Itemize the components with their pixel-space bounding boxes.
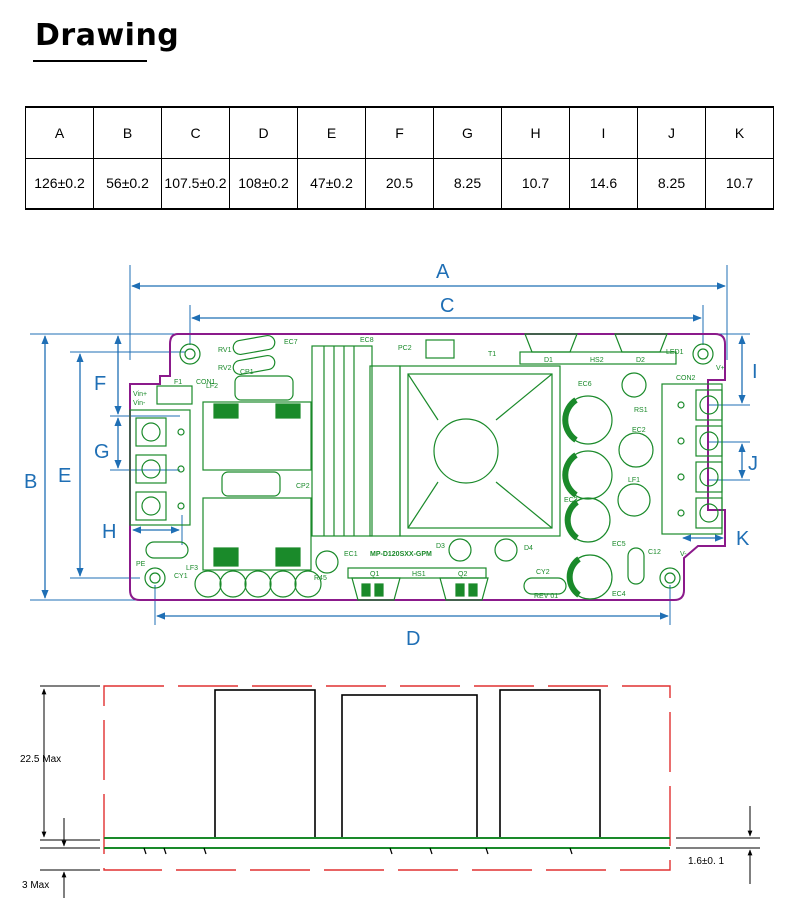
label-q2: Q2 bbox=[458, 571, 467, 578]
table-header-cell: B bbox=[93, 106, 162, 159]
extension-lines bbox=[30, 265, 750, 625]
label-d1: D1 bbox=[544, 357, 553, 364]
side-dim-lines bbox=[40, 685, 760, 898]
table-cell: 108±0.2 bbox=[229, 157, 298, 210]
label-cp2: CP2 bbox=[296, 483, 310, 490]
label-cy1: CY1 bbox=[174, 573, 188, 580]
label-vin-minus: Vin- bbox=[133, 400, 146, 407]
pcb-components bbox=[129, 333, 723, 601]
label-ec2: EC2 bbox=[632, 427, 646, 434]
label-c12: C12 bbox=[648, 549, 661, 556]
table-row: 126±0.2 56±0.2 107.5±0.2 108±0.2 47±0.2 … bbox=[25, 157, 774, 210]
pcb-side bbox=[104, 837, 670, 849]
dim-label-i: I bbox=[752, 361, 758, 383]
label-hs1: HS1 bbox=[412, 571, 426, 578]
dimension-table: A B C D E F G H I J K 126±0.2 56±0.2 107… bbox=[25, 106, 774, 210]
label-ec5: EC5 bbox=[612, 541, 626, 548]
dim-label-f: F bbox=[94, 373, 106, 395]
table-header-cell: A bbox=[25, 106, 94, 159]
label-ec6: EC6 bbox=[578, 381, 592, 388]
dim-label-k: K bbox=[736, 528, 750, 550]
bottom-max-label: 3 Max bbox=[22, 880, 49, 891]
height-envelope bbox=[103, 685, 671, 871]
dim-label-c: C bbox=[440, 295, 454, 317]
page-title: Drawing bbox=[35, 18, 180, 53]
table-cell: 47±0.2 bbox=[297, 157, 366, 210]
label-rs1: RS1 bbox=[634, 407, 648, 414]
side-components bbox=[214, 689, 601, 839]
height-max-label: 22.5 Max bbox=[20, 754, 61, 765]
dimension-arrows bbox=[41, 282, 746, 620]
label-r45: R45 bbox=[314, 575, 327, 582]
label-v-plus: V+ bbox=[716, 365, 725, 372]
label-lf3: LF3 bbox=[186, 565, 198, 572]
table-cell: 20.5 bbox=[365, 157, 434, 210]
board-side-view: 22.5 Max 3 Max 1.6±0. 1 bbox=[20, 685, 760, 898]
label-ec8: EC8 bbox=[360, 337, 374, 344]
label-t1: T1 bbox=[488, 351, 496, 358]
table-cell: 10.7 bbox=[705, 157, 774, 210]
dim-label-e: E bbox=[58, 465, 71, 487]
board-outline bbox=[129, 333, 726, 601]
table-cell: 126±0.2 bbox=[25, 157, 94, 210]
label-vin-plus: Vin+ bbox=[133, 391, 147, 398]
table-cell: 10.7 bbox=[501, 157, 570, 210]
label-d4: D4 bbox=[524, 545, 533, 552]
dim-label-a: A bbox=[436, 261, 450, 283]
label-f1: F1 bbox=[174, 379, 182, 386]
dim-label-g: G bbox=[94, 441, 110, 463]
pcb-thickness-label: 1.6±0. 1 bbox=[688, 856, 725, 867]
table-cell: 107.5±0.2 bbox=[161, 157, 230, 210]
dim-label-h: H bbox=[102, 521, 116, 543]
label-cp1: CP1 bbox=[240, 369, 254, 376]
label-ec1: EC1 bbox=[344, 551, 358, 558]
board-top-view: A C B E F G H D I J K bbox=[24, 261, 758, 650]
label-pe: PE bbox=[136, 561, 146, 568]
label-con1: CON1 bbox=[196, 379, 216, 386]
table-header-cell: F bbox=[365, 106, 434, 159]
label-lf1: LF1 bbox=[628, 477, 640, 484]
label-lf2: LF2 bbox=[206, 383, 218, 390]
table-header-cell: H bbox=[501, 106, 570, 159]
label-led1: LED1 bbox=[666, 349, 684, 356]
table-header-cell: K bbox=[705, 106, 774, 159]
mounting-holes bbox=[144, 343, 714, 589]
label-d3: D3 bbox=[436, 543, 445, 550]
silkscreen-text: MP-D120SXX-GPM T1 D1 HS2 D2 LED1 CON2 V+… bbox=[133, 337, 725, 600]
lead-ticks bbox=[143, 847, 573, 855]
label-d2: D2 bbox=[636, 357, 645, 364]
table-cell: 8.25 bbox=[433, 157, 502, 210]
label-ec4: EC4 bbox=[612, 591, 626, 598]
dim-label-j: J bbox=[748, 453, 758, 475]
label-rv1: RV1 bbox=[218, 347, 232, 354]
dim-label-b: B bbox=[24, 471, 37, 493]
label-con2: CON2 bbox=[676, 375, 696, 382]
label-q1: Q1 bbox=[370, 571, 379, 578]
label-pc2: PC2 bbox=[398, 345, 412, 352]
table-cell: 8.25 bbox=[637, 157, 706, 210]
dim-label-d: D bbox=[406, 628, 420, 650]
label-ec7: EC7 bbox=[284, 339, 298, 346]
label-rev: REV 01 bbox=[534, 593, 558, 600]
label-cy2: CY2 bbox=[536, 569, 550, 576]
label-ec3: EC3 bbox=[564, 497, 578, 504]
label-model: MP-D120SXX-GPM bbox=[370, 551, 432, 558]
title-underline bbox=[33, 60, 147, 62]
label-hs2: HS2 bbox=[590, 357, 604, 364]
label-v-minus: V- bbox=[680, 551, 687, 558]
label-rv2: RV2 bbox=[218, 365, 232, 372]
